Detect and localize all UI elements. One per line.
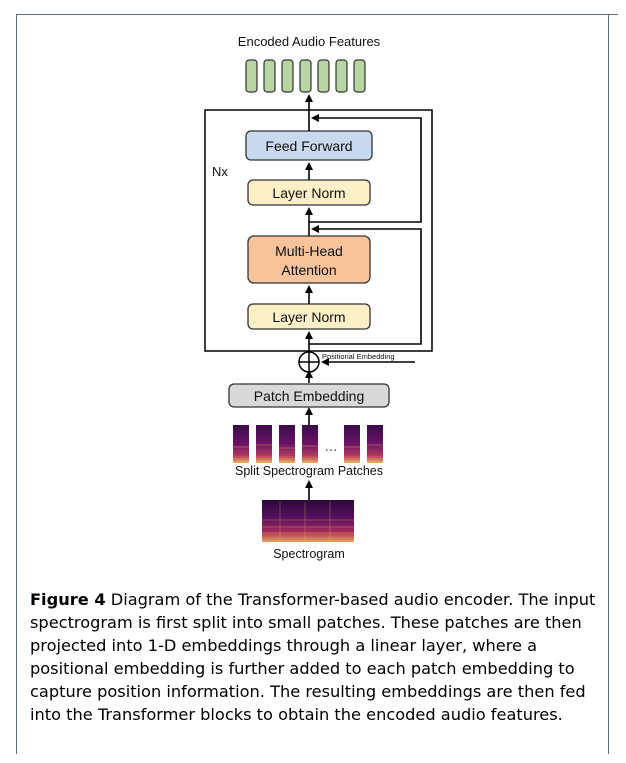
output-token: [263, 59, 276, 93]
frame-right-border: [608, 14, 609, 754]
spectrogram-patch: [233, 425, 249, 463]
patch-texture: [233, 444, 383, 449]
output-token: [317, 59, 330, 93]
figure-frame: [16, 14, 618, 754]
output-token: [353, 59, 366, 93]
frame-left-border: [16, 14, 17, 754]
spectrogram-label: Spectrogram: [273, 547, 345, 561]
encoder-diagram: Encoded Audio Features Nx Feed Forward L…: [204, 34, 433, 561]
spectrogram-patch: [302, 425, 318, 463]
output-token: [245, 59, 258, 93]
spectrogram-patch: [344, 425, 360, 463]
figure-caption: Figure 4 Diagram of the Transformer-base…: [30, 588, 610, 726]
transformer-block: [204, 109, 433, 352]
spectrogram-patch: [279, 425, 295, 463]
spectrogram-patches: [233, 425, 383, 463]
output-tokens: [245, 59, 366, 93]
spectrogram-texture: [262, 502, 354, 540]
output-label: Encoded Audio Features: [238, 34, 381, 49]
spectrogram-patch: [367, 425, 383, 463]
patch-embedding-label: Patch Embedding: [254, 388, 365, 404]
output-token: [281, 59, 294, 93]
residual-connections: [309, 114, 422, 345]
output-token: [299, 59, 312, 93]
patches-ellipsis: …: [325, 440, 338, 455]
positional-label: Positional Embedding: [322, 352, 395, 361]
residual-attn: [309, 225, 422, 345]
repeat-label: Nx: [212, 164, 228, 179]
spectrogram-image: [262, 500, 354, 542]
patch-embedding-block: [228, 383, 390, 408]
feed-forward-label: Feed Forward: [265, 138, 352, 154]
residual-ffn: [309, 114, 422, 223]
attention-label-line2: Attention: [281, 262, 336, 278]
caption-label: Figure 4: [30, 590, 106, 609]
layer-norm-top-label: Layer Norm: [272, 185, 345, 201]
attention-label-line1: Multi-Head: [275, 243, 343, 259]
output-token: [335, 59, 348, 93]
patches-label: Split Spectrogram Patches: [235, 464, 383, 478]
layer-norm-bottom-label: Layer Norm: [272, 309, 345, 325]
caption-text: Diagram of the Transformer-based audio e…: [30, 590, 596, 724]
frame-top-border: [16, 14, 618, 15]
spectrogram-patch: [256, 425, 272, 463]
